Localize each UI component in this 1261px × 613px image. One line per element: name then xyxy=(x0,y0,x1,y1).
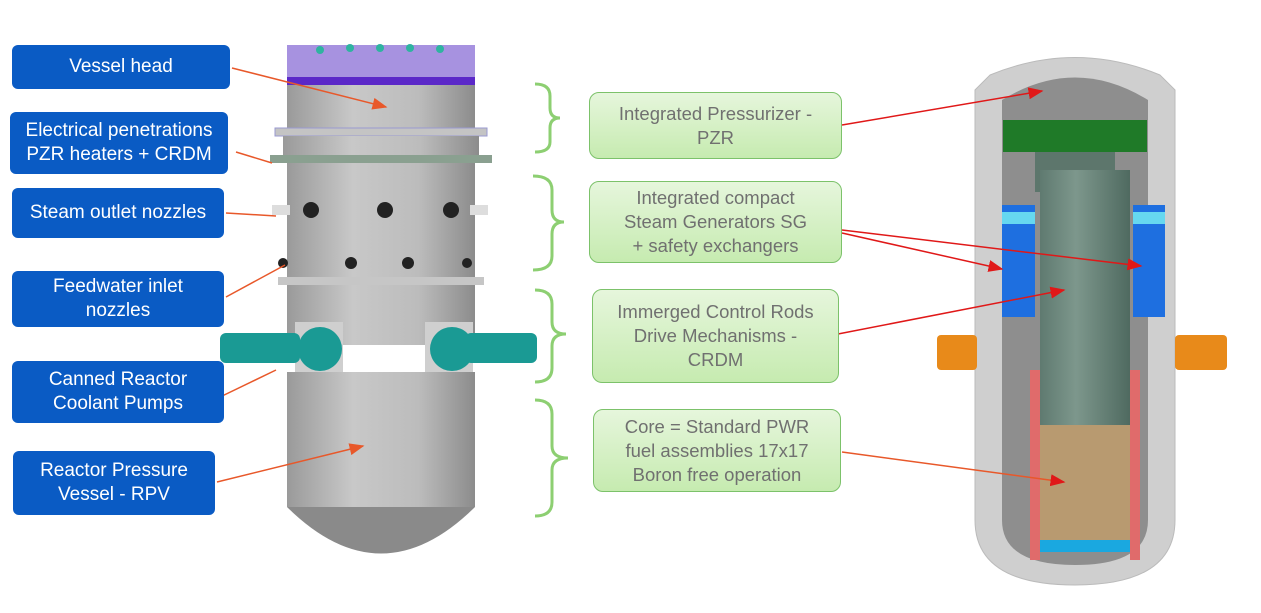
central-column xyxy=(1040,170,1130,430)
label-text: Steam outlet nozzles xyxy=(29,202,207,223)
label-steam-outlet-nozzles: Steam outlet nozzles xyxy=(12,188,224,238)
label-text: Electrical penetrations PZR heaters + CR… xyxy=(25,120,213,165)
label-text: Core = Standard PWR fuel assemblies 17x1… xyxy=(624,415,810,485)
label-text: Immerged Control Rods Drive Mechanisms -… xyxy=(617,301,814,370)
label-core: Core = Standard PWR fuel assemblies 17x1… xyxy=(593,409,841,492)
label-text: Integrated compact Steam Generators SG +… xyxy=(623,187,808,256)
vessel-head-body xyxy=(287,85,475,130)
label-text: Feedwater inlet nozzles xyxy=(53,276,183,321)
coolant-pump-left xyxy=(220,327,342,371)
cutaway-vessel-illustration xyxy=(937,57,1227,586)
coolant-pump-right xyxy=(430,327,537,371)
reactor-nozzles xyxy=(937,335,1227,370)
external-vessel-illustration xyxy=(220,44,537,554)
label-integrated-pressurizer: Integrated Pressurizer - PZR xyxy=(589,92,842,159)
left-callout-arrows xyxy=(216,67,388,483)
pressurizer-disc xyxy=(1003,120,1147,152)
label-control-rod-drive-mechanisms: Immerged Control Rods Drive Mechanisms -… xyxy=(592,289,839,383)
label-steam-generators: Integrated compact Steam Generators SG +… xyxy=(589,181,842,263)
label-vessel-head: Vessel head xyxy=(12,45,230,89)
label-text: Canned Reactor Coolant Pumps xyxy=(48,369,188,414)
label-text: Vessel head xyxy=(69,56,173,77)
brace-group xyxy=(532,82,569,518)
label-reactor-pressure-vessel: Reactor Pressure Vessel - RPV xyxy=(13,451,215,515)
label-text: Reactor Pressure Vessel - RPV xyxy=(40,460,188,505)
core xyxy=(1040,425,1130,540)
label-canned-reactor-coolant-pumps: Canned Reactor Coolant Pumps xyxy=(12,361,224,423)
right-callout-arrows xyxy=(837,87,1143,487)
label-text: Integrated Pressurizer - PZR xyxy=(618,102,813,148)
label-electrical-penetrations: Electrical penetrations PZR heaters + CR… xyxy=(10,112,228,174)
electrical-penetration-ring xyxy=(270,155,492,163)
label-feedwater-inlet-nozzles: Feedwater inlet nozzles xyxy=(12,271,224,327)
